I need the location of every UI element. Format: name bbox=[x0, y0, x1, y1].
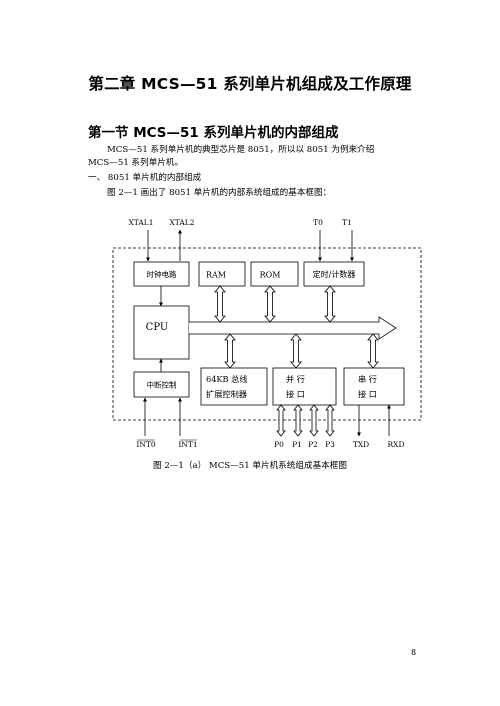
rom-label: ROM bbox=[260, 271, 281, 280]
bus-ctrl-link bbox=[224, 333, 236, 369]
parallel-interface-label-line2: 接 口 bbox=[286, 389, 305, 399]
pin-t1: T1 bbox=[342, 218, 352, 227]
ram-label: RAM bbox=[206, 271, 226, 280]
chapter-title: 第二章 MCS—51 系列单片机组成及工作原理 bbox=[88, 75, 412, 93]
subsection-heading: 一、 8051 单片机的内部组成 bbox=[88, 173, 202, 183]
cpu-label: CPU bbox=[146, 322, 169, 333]
section-title: 第一节 MCS—51 系列单片机的内部组成 bbox=[88, 125, 339, 141]
pin-txd: TXD bbox=[353, 440, 369, 449]
pin-p2: P2 bbox=[308, 440, 318, 449]
clock-circuit-block bbox=[133, 261, 190, 287]
rom-bus-link bbox=[264, 285, 276, 323]
timer-counter-block bbox=[303, 261, 365, 287]
pin-xtal2: XTAL2 bbox=[169, 218, 194, 227]
bus-extension-controller-block bbox=[200, 367, 268, 406]
interrupt-control-label: 中断控制 bbox=[147, 380, 177, 390]
parallel-interface-block bbox=[272, 367, 337, 406]
timer-counter-label: 定时/计数器 bbox=[313, 269, 356, 279]
clock-circuit-label: 时钟电路 bbox=[147, 269, 177, 279]
intro-paragraph-line2: MCS—51 系列单片机。 bbox=[88, 158, 184, 168]
pin-xtal1: XTAL1 bbox=[128, 218, 153, 227]
port-p0-arrow bbox=[276, 404, 286, 437]
serial-bus-link bbox=[367, 333, 379, 369]
pin-p0: P0 bbox=[274, 440, 284, 449]
interrupt-control-block bbox=[133, 371, 190, 398]
port-p3-arrow bbox=[325, 404, 335, 437]
pin-int1: INT1 bbox=[178, 440, 197, 449]
parallel-interface-label-line1: 并 行 bbox=[286, 374, 305, 384]
pin-p1: P1 bbox=[292, 440, 302, 449]
intro-paragraph-line1: MCS—51 系列单片机的典型芯片是 8051，所以以 8051 为例来介绍 bbox=[107, 145, 375, 155]
bus-extension-label-line2: 扩展控制器 bbox=[206, 389, 247, 399]
serial-interface-label-line2: 接 口 bbox=[358, 389, 377, 399]
timer-bus-link bbox=[324, 285, 336, 323]
pin-t0: T0 bbox=[313, 218, 323, 227]
ram-block bbox=[198, 261, 246, 287]
ram-bus-link bbox=[214, 285, 226, 323]
pin-p3: P3 bbox=[325, 440, 335, 449]
internal-bus bbox=[189, 316, 397, 340]
figure-caption: 图 2—1（a） MCS—51 单片机系统组成基本框图 bbox=[153, 461, 347, 471]
serial-interface-block bbox=[343, 367, 405, 406]
rom-block bbox=[250, 261, 299, 287]
page-number: 8 bbox=[411, 648, 417, 657]
pin-rxd: RXD bbox=[388, 440, 405, 449]
port-p1-arrow bbox=[293, 404, 303, 437]
parallel-bus-link bbox=[290, 333, 302, 369]
serial-interface-label-line1: 串 行 bbox=[358, 374, 377, 384]
pin-int0: INT0 bbox=[136, 440, 156, 449]
port-p2-arrow bbox=[309, 404, 319, 437]
figure-intro-text: 图 2—1 画出了 8051 单片机的内部系统组成的基本框图： bbox=[107, 188, 332, 198]
bus-extension-label-line1: 64KB 总线 bbox=[206, 374, 248, 384]
